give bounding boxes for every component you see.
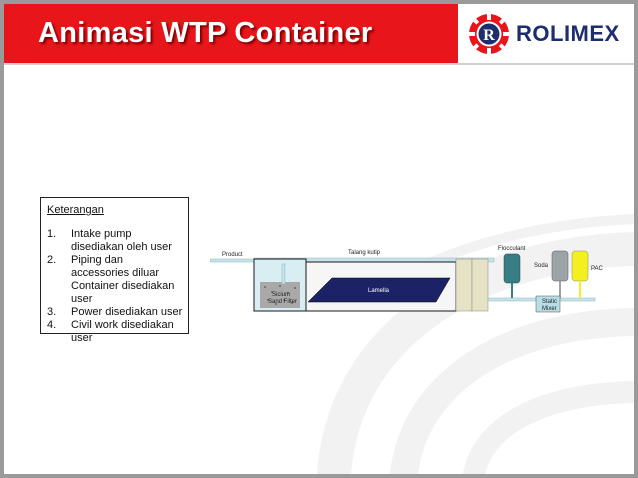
legend-list: 1.Intake pump disediakan oleh user 2.Pip…	[47, 228, 183, 345]
legend-item: 4.Civil work disediakan user	[47, 319, 174, 344]
panel-1	[455, 258, 473, 312]
flocculant-tank	[503, 253, 521, 284]
soda-label: Soda	[534, 263, 549, 269]
pac-tank	[571, 250, 589, 282]
legend-title: Keterangan	[47, 204, 104, 216]
legend-item: 1.Intake pump disediakan oleh user	[47, 228, 172, 253]
soda-line	[559, 281, 561, 298]
lamella-plates	[307, 277, 451, 303]
mixer-label-2: Mixer	[542, 306, 557, 312]
flocculant-label: Flocculant	[498, 246, 526, 252]
pac-line	[579, 281, 581, 298]
panel-2	[471, 258, 489, 312]
rolimex-emblem-icon: R	[469, 14, 509, 54]
legend-item: 2.Piping dan accessories diluar Containe…	[47, 254, 175, 305]
company-logo: R ROLIMEX	[456, 4, 634, 63]
product-pipe	[210, 258, 255, 263]
talang-kutip-label: Talang kutip	[348, 250, 381, 256]
wtp-diagram: Product Talang kutip Sicium Sand Filter …	[210, 246, 604, 313]
filter-label-2: Sand Filter	[268, 299, 297, 305]
soda-tank	[551, 250, 569, 282]
legend-box: Keterangan 1.Intake pump disediakan oleh…	[40, 197, 189, 344]
logo-wordmark: ROLIMEX	[516, 21, 620, 46]
product-label: Product	[222, 252, 243, 258]
slide: Animasi WTP Container R ROLIMEX Keterang…	[4, 4, 634, 474]
legend-item: 3.Power disediakan user	[47, 306, 183, 318]
title-bar: Animasi WTP Container	[4, 4, 456, 63]
mixer-label-1: Static	[542, 299, 557, 305]
static-mixer	[535, 295, 561, 313]
flocculant-line	[511, 283, 513, 298]
page-title: Animasi WTP Container	[38, 17, 373, 49]
pac-label: PAC	[591, 266, 604, 272]
filter-label-1: Sicium	[272, 292, 290, 298]
riser-pipe	[281, 263, 286, 285]
lamella-label: Lamella	[368, 288, 390, 294]
header-divider	[4, 63, 634, 65]
logo-letter: R	[483, 27, 495, 44]
